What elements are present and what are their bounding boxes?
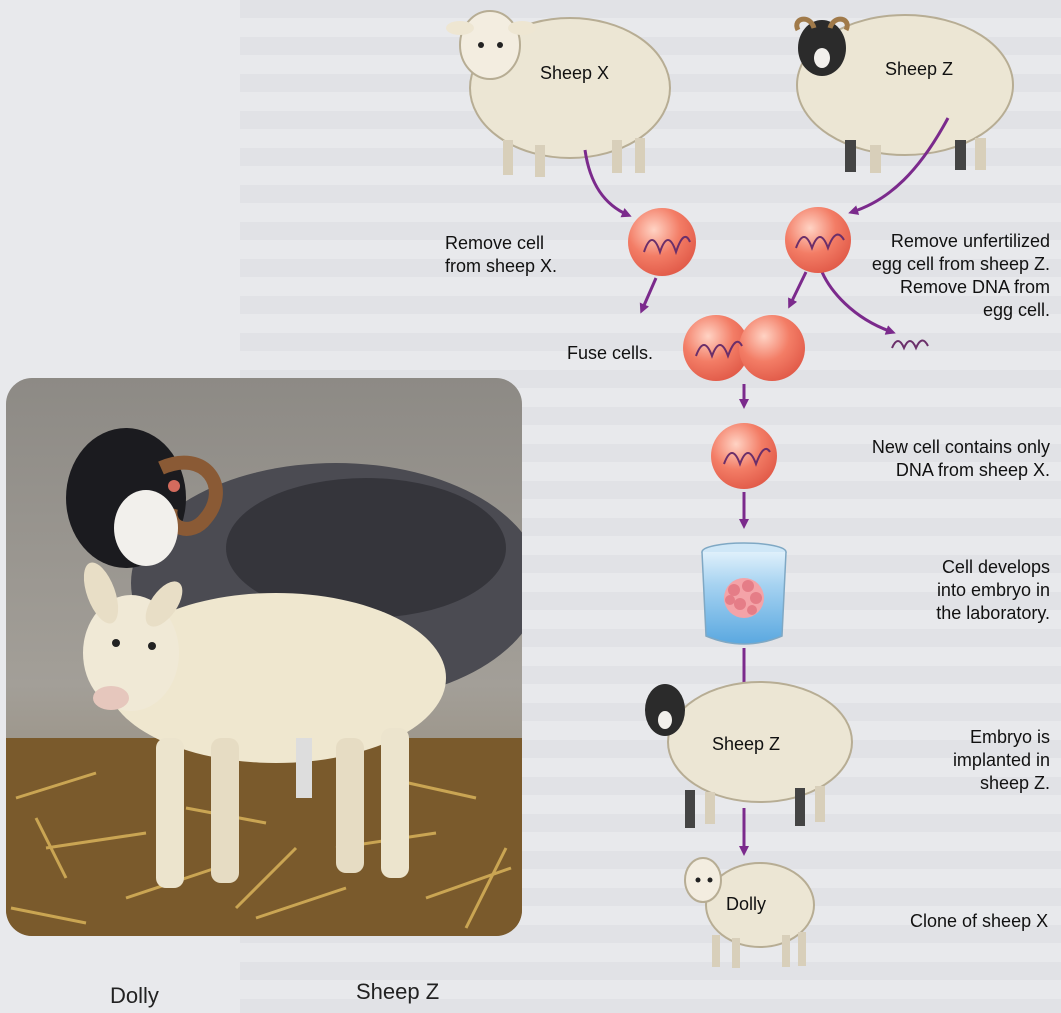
step-implant: Embryo is implanted in sheep Z. — [920, 726, 1050, 795]
sheep-z-surrogate-label: Sheep Z — [712, 733, 780, 756]
sheep-z-label: Sheep Z — [885, 58, 953, 81]
sheep-x-illustration — [446, 11, 670, 177]
beaker-with-embryo — [702, 543, 786, 644]
step-remove-cell: Remove cell from sheep X. — [445, 232, 585, 278]
step-new-cell: New cell contains only DNA from sheep X. — [830, 436, 1050, 482]
step-clone: Clone of sheep X — [910, 910, 1048, 933]
egg-cell-sheep-z — [785, 207, 851, 273]
removed-dna — [892, 340, 928, 348]
new-cell — [711, 423, 777, 489]
fused-cells — [683, 315, 805, 381]
step-embryo: Cell develops into embryo in the laborat… — [900, 556, 1050, 625]
body-cell-sheep-x — [628, 208, 696, 276]
dolly-label: Dolly — [726, 893, 766, 916]
sheep-x-label: Sheep X — [540, 62, 609, 85]
step-remove-egg: Remove unfertilized egg cell from sheep … — [850, 230, 1050, 322]
sheep-z-illustration — [797, 15, 1013, 173]
step-fuse: Fuse cells. — [567, 342, 653, 365]
